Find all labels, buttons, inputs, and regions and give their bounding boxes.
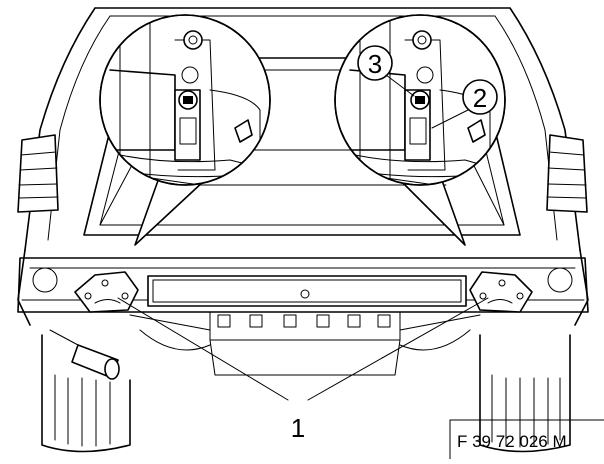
exhaust-pipe xyxy=(49,329,120,380)
license-plate-inner xyxy=(152,279,462,303)
callout-3-leader xyxy=(385,74,415,97)
frame-slots xyxy=(217,314,391,328)
callout-1-leader-right xyxy=(307,297,489,401)
callout-2-leader xyxy=(431,109,469,129)
right-tail-light xyxy=(546,134,588,213)
callout-1-label: 1 xyxy=(291,413,305,443)
left-reflector xyxy=(32,267,58,293)
right-detail-view: 3 2 xyxy=(334,14,506,186)
figure-id-box: F 39 72 026 M xyxy=(449,419,604,460)
left-support-bracket xyxy=(74,271,139,313)
rear-bumper xyxy=(17,257,589,313)
callout-3-label: 3 xyxy=(368,49,382,79)
callout-1-leader-left xyxy=(117,297,289,401)
right-rear-wheel xyxy=(479,334,571,453)
callout-2-label: 2 xyxy=(473,83,487,113)
underbody-frame xyxy=(129,311,481,376)
callout-3-bubble xyxy=(357,45,393,81)
left-detail-view xyxy=(99,14,271,186)
left-rear-wheel xyxy=(41,334,131,453)
callout-1: 1 xyxy=(117,297,489,443)
plate-lock-hole xyxy=(300,289,310,299)
right-support-bracket xyxy=(469,271,533,313)
left-tail-light xyxy=(17,134,59,213)
callout-2-bubble xyxy=(462,79,498,115)
right-reflector xyxy=(547,267,573,293)
figure-id-label: F 39 72 026 M xyxy=(457,432,567,451)
license-plate-recess xyxy=(147,275,467,307)
